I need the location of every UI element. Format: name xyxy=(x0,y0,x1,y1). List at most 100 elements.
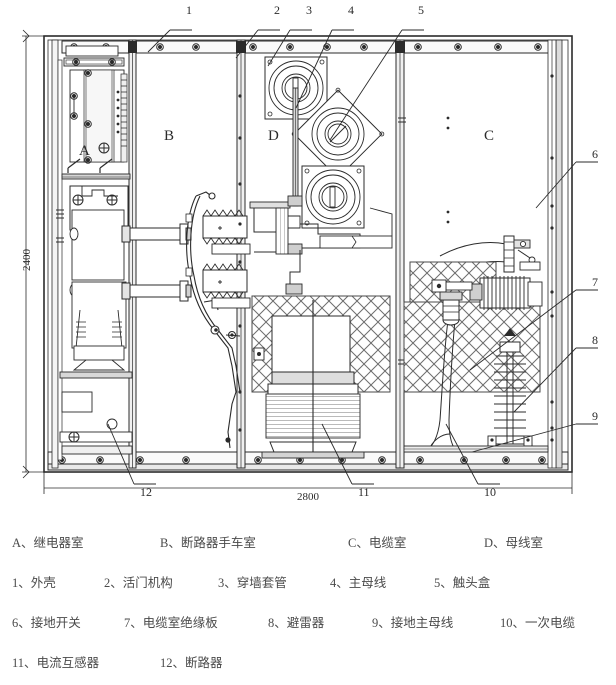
breaker-contact-arms xyxy=(121,223,192,302)
wall-bushing-bottom xyxy=(301,165,365,229)
legend-sep-a: 、 xyxy=(21,535,34,550)
dimension-lines xyxy=(22,29,573,494)
legend-name-c: 电缆室 xyxy=(368,535,407,550)
legend-key-5: 5 xyxy=(434,576,441,590)
legend-name-b: 断路器手车室 xyxy=(180,535,256,550)
legend-name-8: 避雷器 xyxy=(286,615,325,630)
legend-key-7: 7 xyxy=(124,616,131,630)
legend-key-8: 8 xyxy=(268,616,275,630)
legend-name-12: 断路器 xyxy=(185,655,223,670)
legend-key-9: 9 xyxy=(372,616,379,630)
legend-sep-2: 、 xyxy=(110,575,123,590)
legend-row-3: 11、电流互感器 12、断路器 xyxy=(0,648,616,678)
legend-key-6: 6 xyxy=(12,616,19,630)
earthing-main-busbar xyxy=(403,445,549,453)
legend-sep-11: 、 xyxy=(24,655,37,670)
legend-key-b: B xyxy=(160,536,169,550)
callout-3: 3 xyxy=(306,3,312,17)
drawing-canvas: A B D C 1 2 3 4 5 6 7 8 9 12 11 10 xyxy=(21,3,598,503)
compartment-d-busbar-room xyxy=(249,56,393,459)
callout-1: 1 xyxy=(186,3,192,17)
busbar-connection xyxy=(249,195,361,295)
compartment-label-d: D xyxy=(268,128,279,144)
legend-name-10: 一次电缆 xyxy=(525,615,576,630)
left-frame-detail xyxy=(56,59,64,461)
legend-sep-d: 、 xyxy=(493,535,506,550)
legend-sep-4: 、 xyxy=(336,575,349,590)
legend-key-2: 2 xyxy=(104,576,111,590)
callout-5: 5 xyxy=(418,3,424,17)
callout-2: 2 xyxy=(274,3,280,17)
legend-item-12: 12、断路器 xyxy=(160,648,223,678)
callout-7: 7 xyxy=(592,275,598,289)
compartment-label-a: A xyxy=(79,143,90,159)
compartment-label-c: C xyxy=(484,128,494,144)
callout-4: 4 xyxy=(348,3,354,17)
compartment-labels: A B D C xyxy=(79,128,494,159)
legend-item-room-c: C、电缆室 xyxy=(348,528,406,558)
legend-item-room-a: A、继电器室 xyxy=(12,528,84,558)
legend-sep-1: 、 xyxy=(18,575,31,590)
callout-11: 11 xyxy=(358,485,370,499)
legend-key-a: A xyxy=(12,536,22,550)
legend-item-3: 3、穿墙套管 xyxy=(218,568,287,598)
top-rail-bolts xyxy=(70,41,542,53)
legend-name-a: 继电器室 xyxy=(33,535,84,550)
legend-item-10: 10、一次电缆 xyxy=(500,608,575,638)
legend-name-2: 活门机构 xyxy=(122,575,173,590)
dimension-height: 2400 xyxy=(21,249,33,272)
legend-key-10: 10 xyxy=(500,616,513,630)
legend-sep-7: 、 xyxy=(130,615,143,630)
legend-name-9: 接地主母线 xyxy=(390,615,454,630)
legend-item-5: 5、触头盒 xyxy=(434,568,490,598)
callout-numbers: 1 2 3 4 5 6 7 8 9 12 11 10 xyxy=(140,3,598,499)
callout-10: 10 xyxy=(484,485,496,499)
legend-sep-8: 、 xyxy=(274,615,287,630)
compartment-label-b: B xyxy=(164,128,174,144)
legend-sep-12: 、 xyxy=(172,655,186,670)
legend-item-room-d: D、母线室 xyxy=(484,528,543,558)
contact-box-lower xyxy=(202,263,251,309)
legend-item-8: 8、避雷器 xyxy=(268,608,324,638)
legend-sep-10: 、 xyxy=(512,615,526,630)
legend-item-2: 2、活门机构 xyxy=(104,568,173,598)
callout-9: 9 xyxy=(592,409,598,423)
legend-row-1: 1、外壳 2、活门机构 3、穿墙套管 4、主母线 5、触头盒 xyxy=(0,568,616,598)
legend-name-1: 外壳 xyxy=(30,575,56,590)
compartment-c-cable-room xyxy=(403,74,554,453)
legend-sep-3: 、 xyxy=(224,575,237,590)
legend-sep-b: 、 xyxy=(168,535,181,550)
legend-item-4: 4、主母线 xyxy=(330,568,386,598)
legend-item-7: 7、电缆室绝缘板 xyxy=(124,608,218,638)
legend-item-9: 9、接地主母线 xyxy=(372,608,453,638)
legend-sep-5: 、 xyxy=(440,575,453,590)
legend-key-c: C xyxy=(348,536,357,550)
legend-key-4: 4 xyxy=(330,576,337,590)
legend-row-rooms: A、继电器室 B、断路器手车室 C、电缆室 D、母线室 xyxy=(0,528,616,558)
compartment-a-relay-room xyxy=(59,45,192,455)
legend-item-11: 11、电流互感器 xyxy=(12,648,99,678)
legend-key-1: 1 xyxy=(12,576,19,590)
bellows-insulator xyxy=(431,276,543,310)
legend-name-6: 接地开关 xyxy=(30,615,81,630)
operating-handles xyxy=(67,158,113,173)
legend-item-1: 1、外壳 xyxy=(12,568,56,598)
wall-bushing-middle-bore xyxy=(311,107,365,161)
legend-name-3: 穿墙套管 xyxy=(236,575,287,590)
legend-name-11: 电流互感器 xyxy=(36,655,100,670)
legend-key-3: 3 xyxy=(218,576,225,590)
relay-clamp xyxy=(70,92,78,120)
legend-item-6: 6、接地开关 xyxy=(12,608,81,638)
legend-name-7: 电缆室绝缘板 xyxy=(142,615,218,630)
legend-sep-6: 、 xyxy=(18,615,31,630)
legend-row-2: 6、接地开关 7、电缆室绝缘板 8、避雷器 9、接地主母线 10、一次电缆 xyxy=(0,608,616,638)
legend-item-room-b: B、断路器手车室 xyxy=(160,528,256,558)
legend-name-d: 母线室 xyxy=(505,535,544,550)
legend-key-11: 11 xyxy=(12,656,25,670)
contact-box-upper xyxy=(202,209,251,255)
legend-sep-c: 、 xyxy=(356,535,369,550)
compartment-b-breaker-truck-room xyxy=(185,94,251,449)
switchgear-drawing: A B D C 1 2 3 4 5 6 7 8 9 12 11 10 xyxy=(21,3,598,503)
legend-block: A、继电器室 B、断路器手车室 C、电缆室 D、母线室 1、外壳 2、活门机构 … xyxy=(0,520,616,685)
